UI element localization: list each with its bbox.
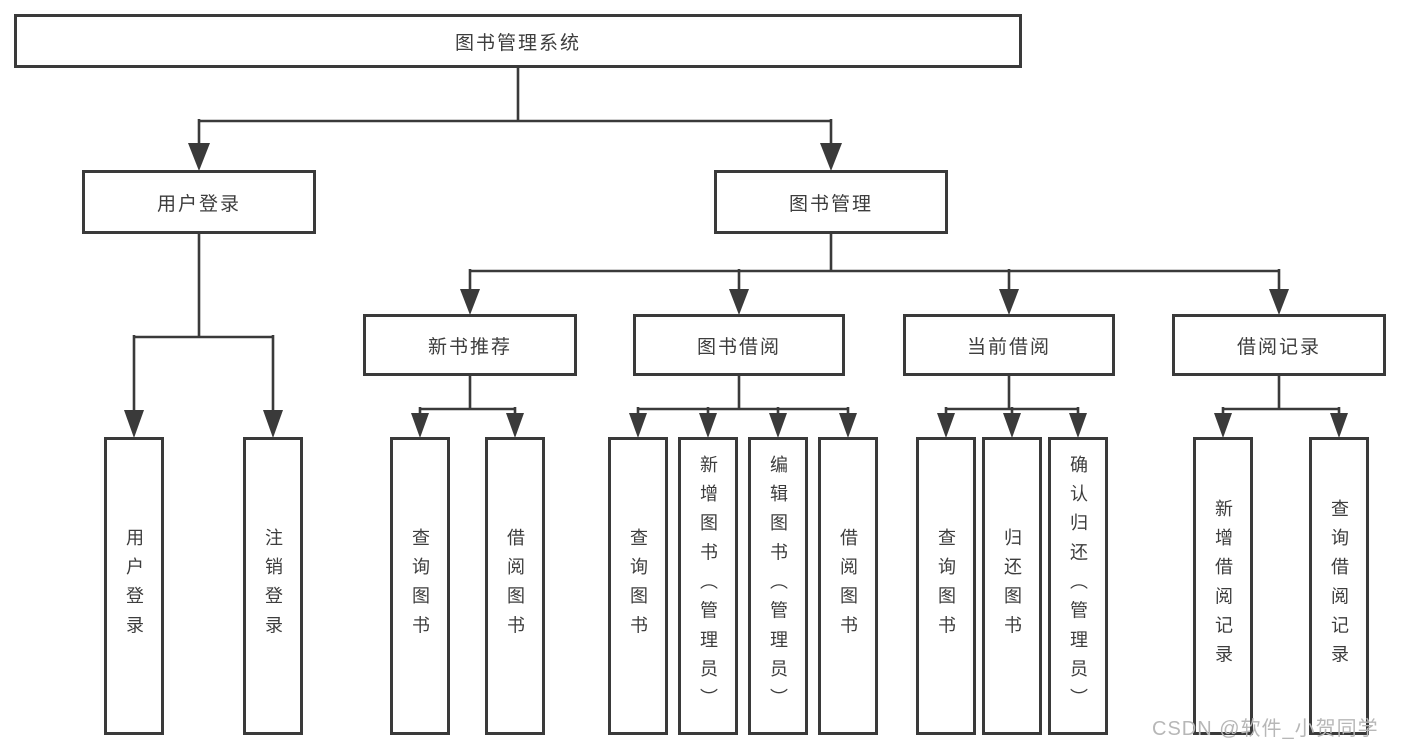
node-book-borrow: 图书借阅 (633, 314, 845, 376)
leaf-newbook-borrow-books: 借阅图书 (485, 437, 545, 735)
leaf-current-confirm-return-admin: 确认归还（管理员） (1048, 437, 1108, 735)
leaf-current-return-books: 归还图书 (982, 437, 1042, 735)
node-book-management-label: 图书管理 (788, 193, 873, 215)
leaf-current-query-books-label: 查询图书 (936, 527, 956, 645)
leaf-borrow-add-books-admin: 新增图书（管理员） (678, 437, 738, 735)
leaf-newbook-query-books: 查询图书 (390, 437, 450, 735)
leaf-current-query-books: 查询图书 (916, 437, 976, 735)
leaf-records-query-record: 查询借阅记录 (1309, 437, 1369, 735)
leaf-logout-label: 注销登录 (263, 527, 283, 645)
leaf-records-query-record-label: 查询借阅记录 (1329, 498, 1349, 674)
node-current-borrow: 当前借阅 (903, 314, 1115, 376)
node-new-book-recommend: 新书推荐 (363, 314, 577, 376)
leaf-current-return-books-label: 归还图书 (1002, 527, 1022, 645)
leaf-borrow-borrow-books: 借阅图书 (818, 437, 878, 735)
node-new-book-recommend-label: 新书推荐 (427, 336, 512, 358)
node-system-root: 图书管理系统 (14, 14, 1022, 68)
leaf-newbook-query-books-label: 查询图书 (410, 527, 430, 645)
csdn-watermark: CSDN @软件_小贺同学 (1152, 718, 1379, 740)
leaf-borrow-add-books-admin-label: 新增图书（管理员） (698, 454, 718, 718)
node-system-root-label: 图书管理系统 (454, 32, 581, 54)
leaf-records-add-record-label: 新增借阅记录 (1213, 498, 1233, 674)
leaf-borrow-borrow-books-label: 借阅图书 (838, 527, 858, 645)
leaf-records-add-record: 新增借阅记录 (1193, 437, 1253, 735)
leaf-logout: 注销登录 (243, 437, 303, 735)
leaf-borrow-edit-books-admin: 编辑图书（管理员） (748, 437, 808, 735)
leaf-borrow-query-books: 查询图书 (608, 437, 668, 735)
node-book-management: 图书管理 (714, 170, 948, 234)
node-current-borrow-label: 当前借阅 (966, 336, 1051, 358)
leaf-borrow-edit-books-admin-label: 编辑图书（管理员） (768, 454, 788, 718)
node-user-login: 用户登录 (82, 170, 316, 234)
node-borrow-records-label: 借阅记录 (1236, 336, 1321, 358)
leaf-user-login-label: 用户登录 (124, 527, 144, 645)
node-borrow-records: 借阅记录 (1172, 314, 1386, 376)
leaf-borrow-query-books-label: 查询图书 (628, 527, 648, 645)
leaf-current-confirm-return-admin-label: 确认归还（管理员） (1068, 454, 1088, 718)
leaf-newbook-borrow-books-label: 借阅图书 (505, 527, 525, 645)
leaf-user-login: 用户登录 (104, 437, 164, 735)
node-user-login-label: 用户登录 (156, 193, 241, 215)
arrowheads (124, 143, 1348, 438)
node-book-borrow-label: 图书借阅 (696, 336, 781, 358)
